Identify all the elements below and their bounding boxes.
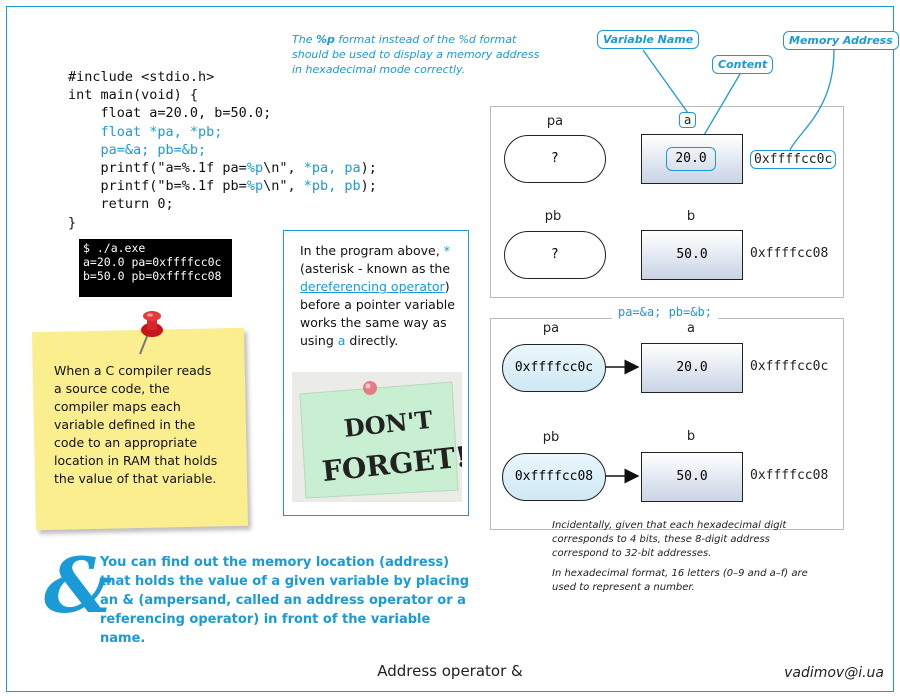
code-line: return 0;	[68, 196, 174, 213]
terminal-line: a=20.0 pa=0xffffcc0c	[83, 255, 222, 269]
b-cell: 50.0	[641, 230, 743, 280]
code-line: pa=&a; pb=&b;	[68, 141, 207, 158]
format-note: The %p format instead of the %d format s…	[292, 33, 540, 76]
variable-name-callout: Variable Name	[597, 30, 700, 49]
pb-cell-after: 0xffffcc08	[502, 453, 606, 501]
dereferencing-operator-link[interactable]: dereferencing operator	[300, 279, 445, 294]
hex-info-p2: In hexadecimal format, 16 letters (0–9 a…	[552, 568, 808, 593]
a-value: 20.0	[666, 147, 716, 171]
b-address-after: 0xffffcc08	[750, 468, 829, 483]
content-callout: Content	[712, 55, 774, 74]
a-cell-after: 20.0	[641, 343, 743, 393]
hex-info: Incidentally, given that each hexadecima…	[552, 519, 824, 601]
dereference-note-text: In the program above, * (asterisk - know…	[300, 243, 455, 348]
pb-label-after: pb	[542, 430, 560, 445]
author: vadimov@i.ua	[784, 665, 884, 681]
pa-label: pa	[546, 114, 564, 129]
code-line: }	[68, 214, 77, 231]
memory-diagram-before	[490, 106, 844, 298]
pb-cell: ?	[504, 231, 606, 279]
b-address: 0xffffcc08	[750, 246, 829, 261]
code-line: printf("a=%.1f pa=%p\n", *pa, pa);	[68, 160, 377, 177]
sticky-note-text: When a C compiler reads a source code, t…	[54, 363, 218, 486]
pb-label: pb	[544, 209, 562, 224]
code-line: int main(void) {	[68, 87, 199, 104]
terminal-line: b=50.0 pb=0xffffcc08	[83, 269, 222, 283]
code-line: float a=20.0, b=50.0;	[68, 105, 272, 122]
ampersand-text: You can find out the memory location (ad…	[100, 555, 470, 646]
pushpin-icon	[139, 311, 163, 355]
pa-label-after: pa	[542, 321, 560, 336]
a-label-after: a	[687, 321, 695, 336]
code-line: #include <stdio.h>	[68, 69, 215, 85]
terminal-output: $ ./a.exe a=20.0 pa=0xffffcc0c b=50.0 pb…	[79, 239, 232, 297]
dont-forget-image: DON'T FORGET!	[292, 372, 462, 502]
b-cell-after: 50.0	[641, 452, 743, 502]
page-frame	[6, 6, 894, 692]
a-address: 0xffffcc0c	[750, 150, 837, 169]
ampersand-symbol: &	[44, 541, 113, 630]
diagram-assignment-title: pa=&a; pb=&b;	[612, 305, 718, 319]
pa-cell: ?	[504, 135, 606, 183]
format-p: %p	[315, 33, 335, 46]
a-address-after: 0xffffcc0c	[750, 359, 829, 374]
footer-title: Address operator &	[377, 662, 523, 680]
code-line: float *pa, *pb;	[68, 123, 223, 140]
memory-address-callout: Memory Address	[783, 31, 899, 50]
hex-info-p1: Incidentally, given that each hexadecima…	[552, 520, 787, 559]
b-label-after: b	[686, 429, 696, 444]
b-label: b	[686, 209, 696, 224]
terminal-line: $ ./a.exe	[83, 241, 146, 255]
pa-cell-after: 0xffffcc0c	[502, 344, 606, 392]
source-code: #include <stdio.h> int main(void) { floa…	[68, 68, 377, 232]
a-cell	[641, 134, 743, 184]
a-label: a	[679, 112, 697, 128]
code-line: printf("b=%.1f pb=%p\n", *pb, pb);	[68, 178, 377, 195]
